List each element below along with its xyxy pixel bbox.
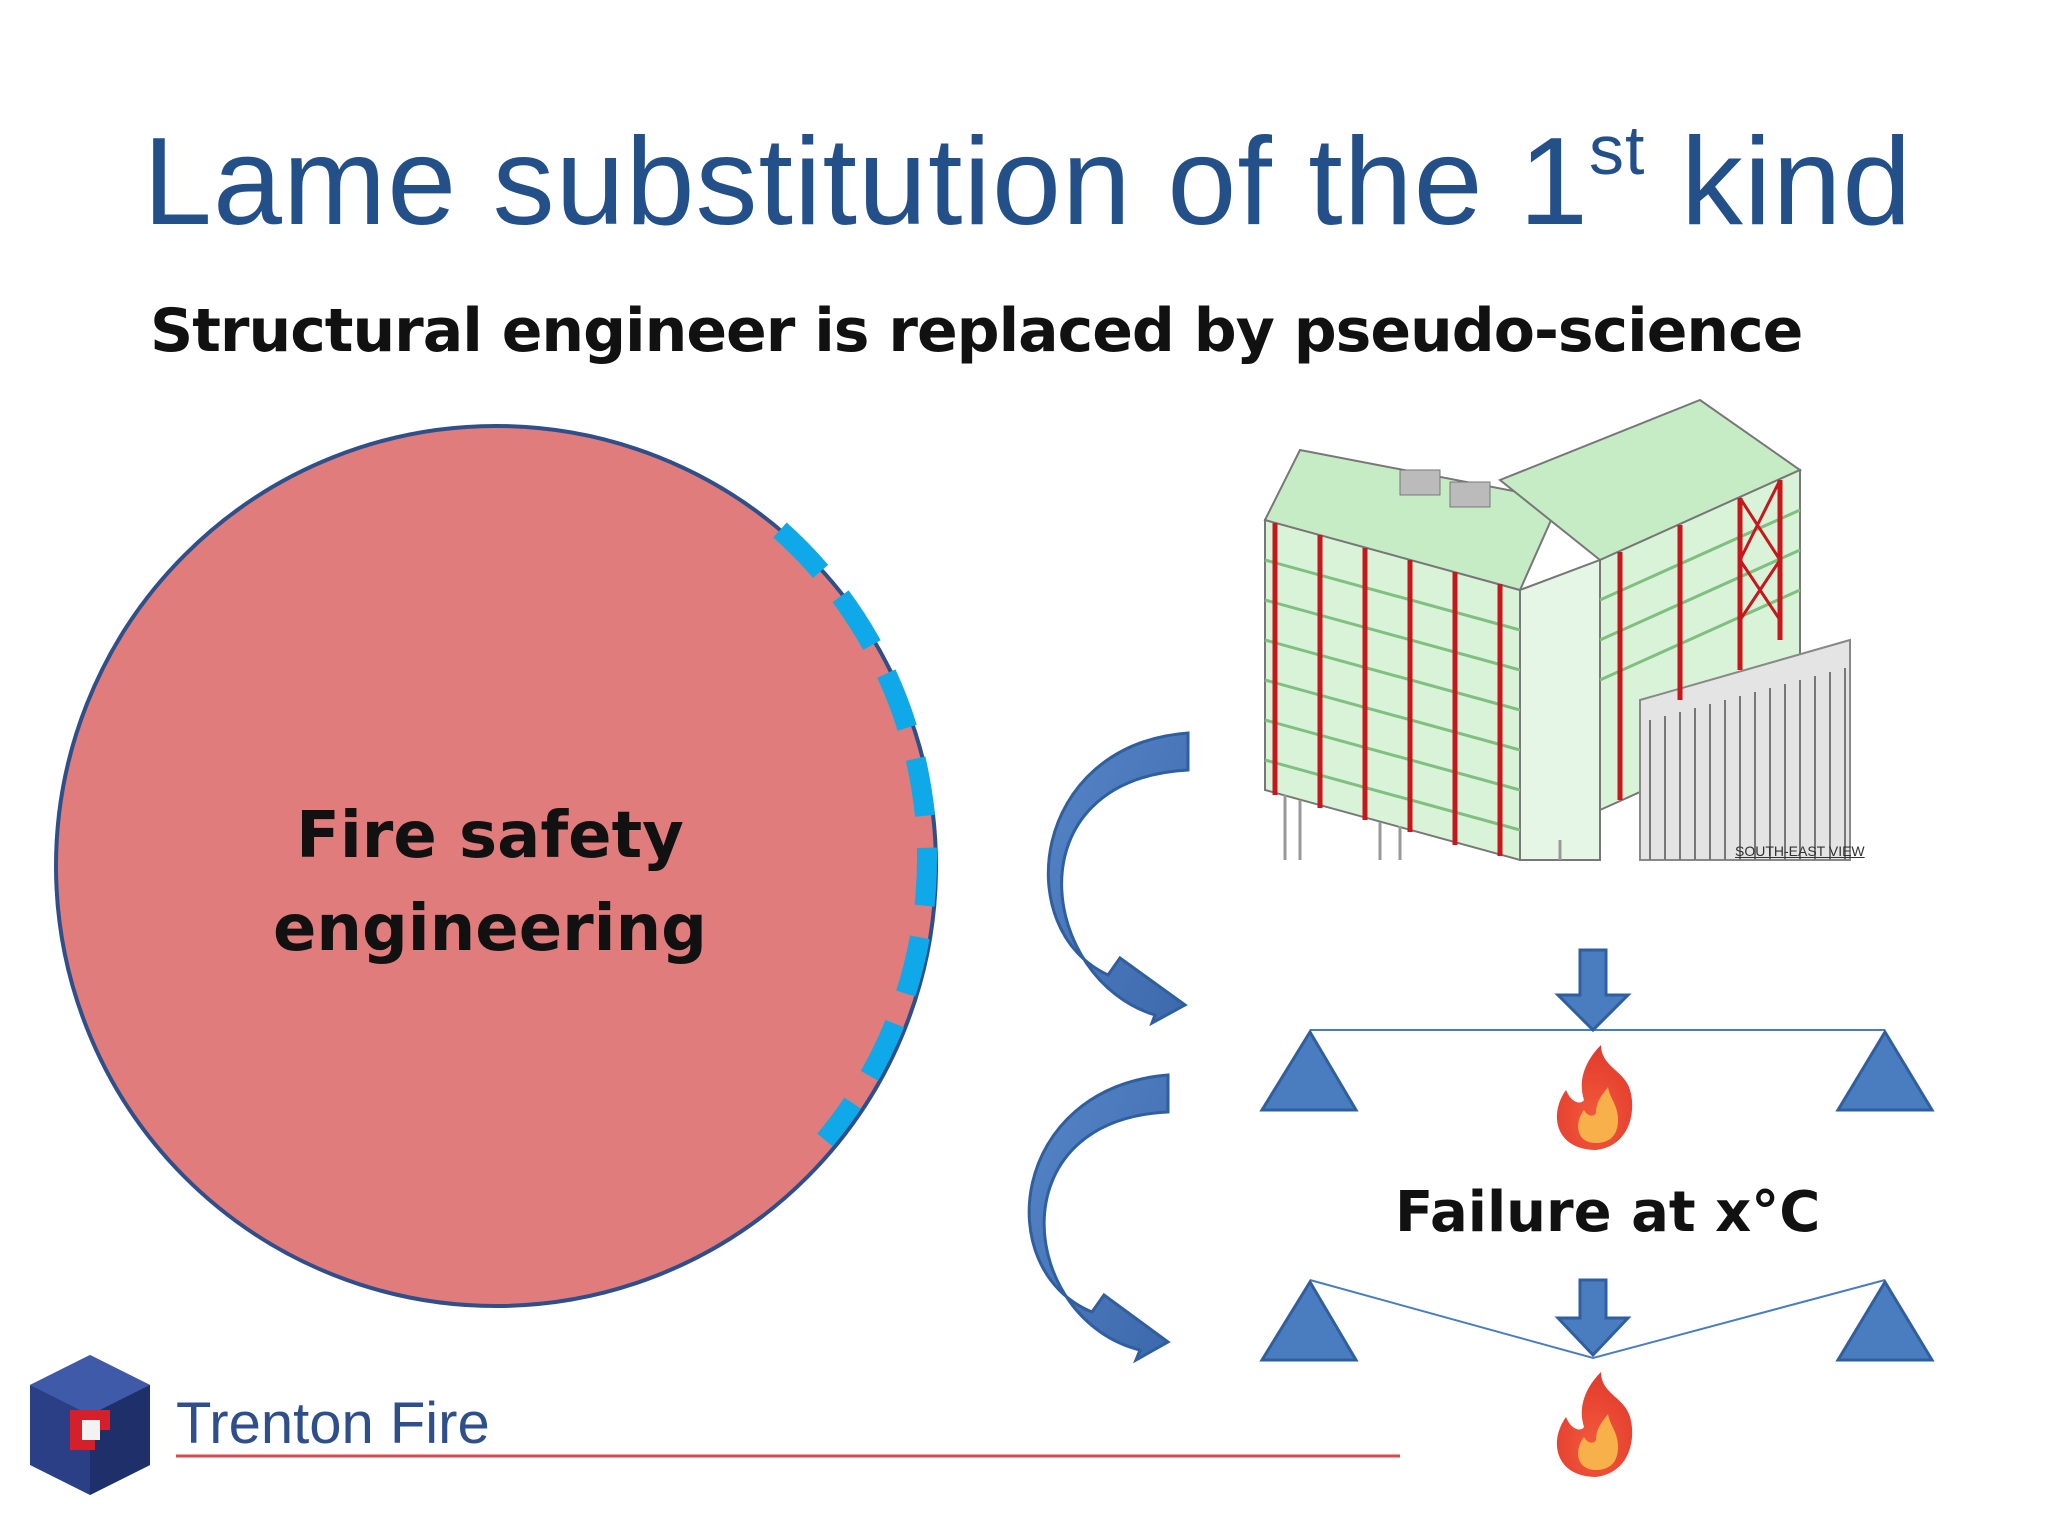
- circle-label-line2: engineering: [273, 891, 707, 966]
- building-illustration: [1263, 398, 1851, 862]
- trenton-fire-logo-icon: [30, 1355, 150, 1495]
- logo-text: Trenton Fire: [176, 1391, 490, 1456]
- circle-label-line1: Fire safety: [296, 799, 684, 873]
- failure-label: Failure at x°C: [1395, 1180, 1821, 1245]
- building-view-caption: SOUTH-EAST VIEW: [1735, 843, 1865, 859]
- title-superscript: st: [1589, 110, 1646, 189]
- intact-beam-diagram: [1259, 948, 1935, 1150]
- fire-safety-circle: [54, 424, 938, 1308]
- title-main: Lame substitution of the 1: [143, 113, 1590, 251]
- fire-icon: [1556, 1372, 1633, 1477]
- title-end: kind: [1645, 113, 1913, 251]
- slide-title: Lame substitution of the 1st kind: [143, 115, 1912, 244]
- curved-arrow-bottom: [1027, 1073, 1171, 1364]
- circle-label: Fire safety engineering: [240, 790, 740, 976]
- failed-beam-diagram: [1259, 1278, 1935, 1477]
- curved-arrow-top: [1046, 731, 1190, 1027]
- slide-subtitle: Structural engineer is replaced by pseud…: [150, 296, 1803, 366]
- fire-icon: [1556, 1045, 1633, 1150]
